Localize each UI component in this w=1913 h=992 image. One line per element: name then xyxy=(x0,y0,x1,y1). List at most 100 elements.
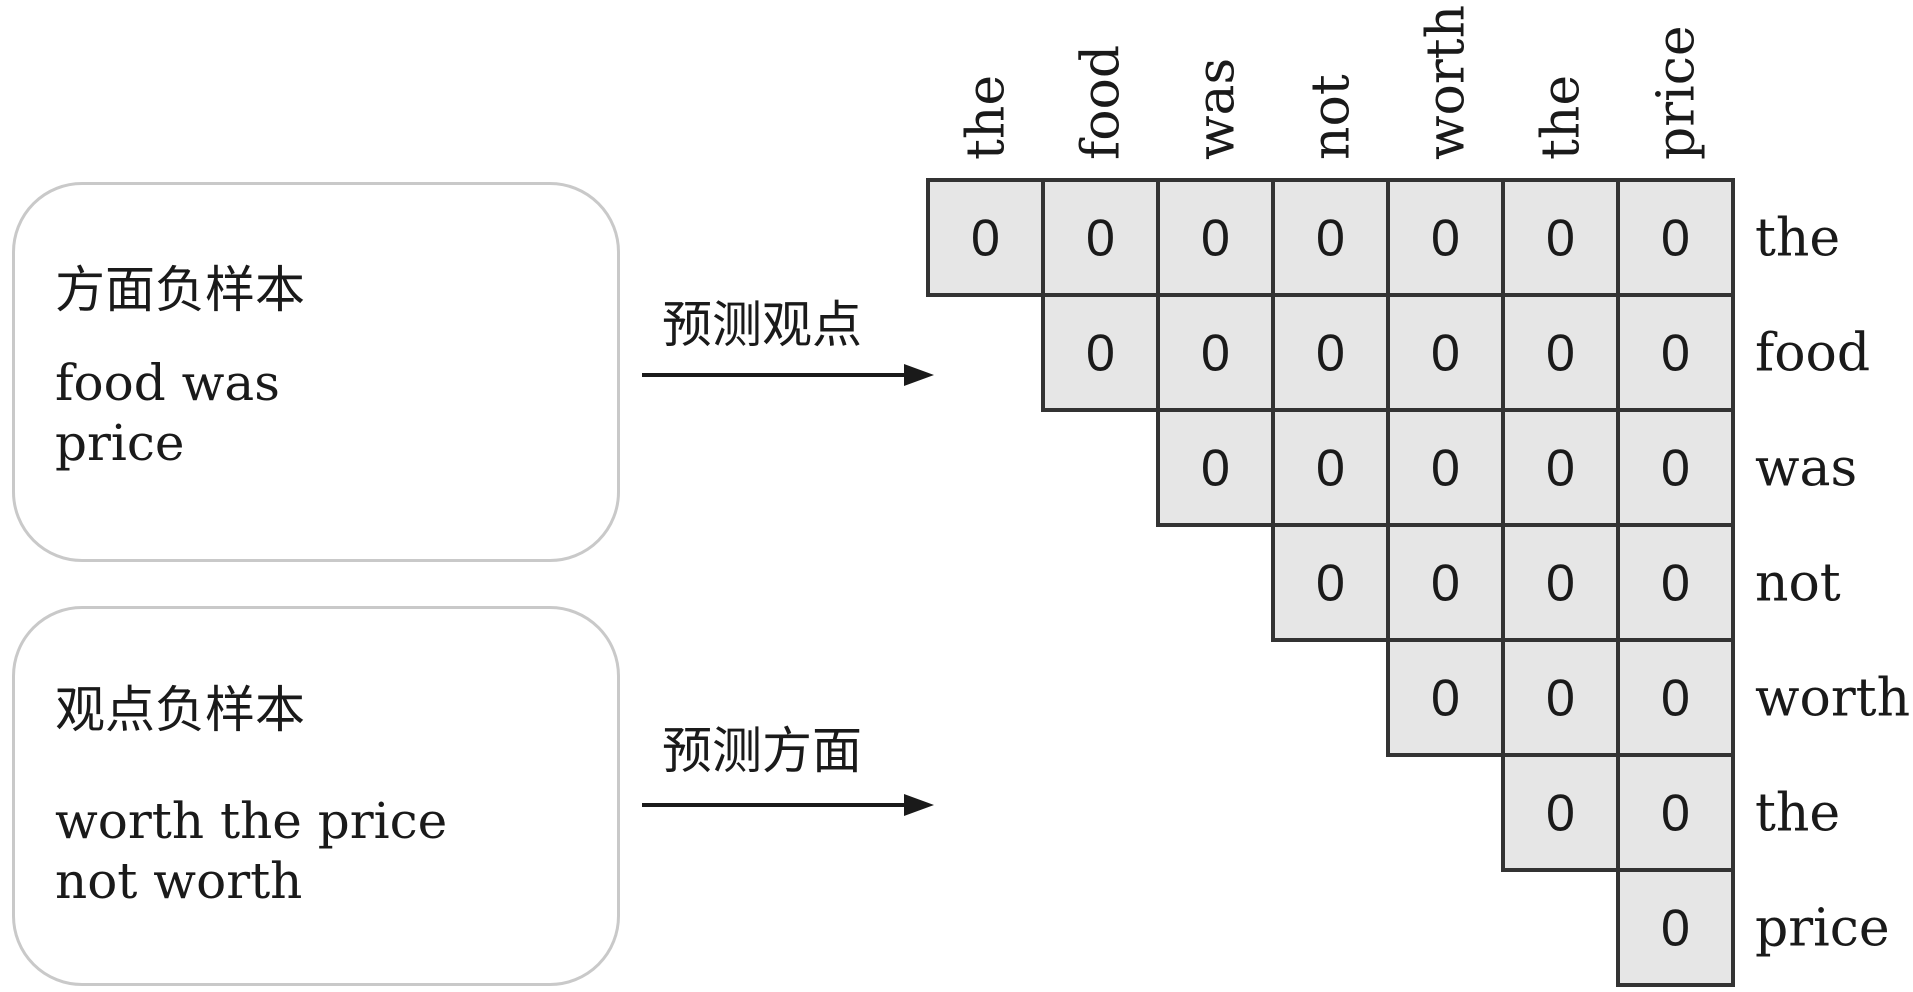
aspect-negative-sample-line: food was xyxy=(55,354,280,412)
matrix-cell: 0 xyxy=(1501,408,1620,527)
matrix-cell: 0 xyxy=(1271,408,1390,527)
arrow-right-icon xyxy=(642,794,934,816)
matrix-cell: 0 xyxy=(1386,293,1505,412)
matrix-cell: 0 xyxy=(1386,523,1505,642)
matrix-cell: 0 xyxy=(1616,523,1735,642)
matrix-cell-box xyxy=(1386,408,1505,527)
predict-aspect-label: 预测方面 xyxy=(662,722,862,780)
matrix-cell-box xyxy=(1386,638,1505,757)
matrix-cell-box xyxy=(1616,408,1735,527)
column-label: price xyxy=(1647,25,1707,160)
row-label: the xyxy=(1755,209,1840,269)
aspect-negative-sample-title: 方面负样本 xyxy=(55,261,305,319)
matrix-cell: 0 xyxy=(1501,638,1620,757)
opinion-negative-sample-box: 观点负样本 worth the price not worth xyxy=(12,606,620,986)
opinion-negative-sample-line: worth the price xyxy=(55,792,448,850)
matrix-cell-value: 0 xyxy=(1201,210,1230,268)
matrix-cell: 0 xyxy=(1616,408,1735,527)
matrix-cell-box xyxy=(1616,868,1735,987)
matrix-cell-value: 0 xyxy=(1661,210,1690,268)
matrix-cell: 0 xyxy=(1156,178,1275,297)
row-label: food xyxy=(1755,324,1870,384)
matrix-cell-value: 0 xyxy=(1201,440,1230,498)
aspect-negative-sample-line: price xyxy=(55,414,185,472)
matrix-cell-value: 0 xyxy=(1661,900,1690,958)
matrix-cell-box xyxy=(1271,408,1390,527)
column-label: food xyxy=(1072,45,1132,160)
row-label: the xyxy=(1755,784,1840,844)
matrix-cell-box xyxy=(1156,293,1275,412)
matrix-cell: 0 xyxy=(1616,293,1735,412)
matrix-cell-box xyxy=(1271,523,1390,642)
matrix-cell: 0 xyxy=(926,178,1045,297)
matrix-cell-value: 0 xyxy=(1086,210,1115,268)
matrix-cell: 0 xyxy=(1616,868,1735,987)
matrix-cell-value: 0 xyxy=(1546,555,1575,613)
opinion-negative-sample-line: not worth xyxy=(55,852,303,910)
matrix-cell: 0 xyxy=(1501,753,1620,872)
predict-opinion-label: 预测观点 xyxy=(662,296,862,354)
matrix-cell-box xyxy=(1501,293,1620,412)
matrix-cell: 0 xyxy=(1271,523,1390,642)
matrix-cell-value: 0 xyxy=(1661,785,1690,843)
matrix-cell: 0 xyxy=(1616,178,1735,297)
opinion-negative-sample-title: 观点负样本 xyxy=(55,681,305,739)
matrix-cell-box xyxy=(1156,408,1275,527)
column-label: was xyxy=(1187,58,1247,160)
column-label: the xyxy=(1532,75,1592,160)
matrix-cell-value: 0 xyxy=(1431,670,1460,728)
matrix-cell: 0 xyxy=(1386,408,1505,527)
matrix-cell: 0 xyxy=(1041,293,1160,412)
matrix-cell: 0 xyxy=(1386,638,1505,757)
matrix-cell-box xyxy=(1041,293,1160,412)
matrix-cell-value: 0 xyxy=(1316,440,1345,498)
column-label: worth xyxy=(1417,5,1477,160)
matrix-cell: 0 xyxy=(1501,178,1620,297)
column-label: not xyxy=(1302,74,1362,160)
matrix-cell-value: 0 xyxy=(1661,440,1690,498)
matrix-cell: 0 xyxy=(1386,178,1505,297)
matrix-cell: 0 xyxy=(1041,178,1160,297)
matrix-cell: 0 xyxy=(1616,638,1735,757)
matrix-cell-value: 0 xyxy=(1316,210,1345,268)
row-label: price xyxy=(1755,899,1890,959)
matrix-cell: 0 xyxy=(1156,293,1275,412)
matrix-cell-value: 0 xyxy=(1661,325,1690,383)
matrix-cell-box xyxy=(1616,293,1735,412)
matrix-cell-value: 0 xyxy=(971,210,1000,268)
matrix-cell: 0 xyxy=(1271,178,1390,297)
matrix-cell-value: 0 xyxy=(1661,670,1690,728)
matrix-cell-value: 0 xyxy=(1086,325,1115,383)
matrix-cell-value: 0 xyxy=(1201,325,1230,383)
opinion-negative-sample-text: worth the price not worth xyxy=(55,791,447,911)
matrix-cell-value: 0 xyxy=(1546,210,1575,268)
matrix-cell-box xyxy=(1616,523,1735,642)
matrix-cell-box xyxy=(1616,753,1735,872)
matrix-cell-box xyxy=(1616,638,1735,757)
matrix-cell: 0 xyxy=(1501,523,1620,642)
aspect-negative-sample-box: 方面负样本 food was price xyxy=(12,182,620,562)
matrix-cell-value: 0 xyxy=(1316,325,1345,383)
matrix-cell-value: 0 xyxy=(1546,785,1575,843)
matrix-cell-value: 0 xyxy=(1546,440,1575,498)
aspect-negative-sample-text: food was price xyxy=(55,353,280,473)
matrix-cell-value: 0 xyxy=(1661,555,1690,613)
matrix-cell-box xyxy=(1501,178,1620,297)
matrix-cell-value: 0 xyxy=(1546,670,1575,728)
matrix-cell: 0 xyxy=(1156,408,1275,527)
matrix-cell-value: 0 xyxy=(1316,555,1345,613)
matrix-cell: 0 xyxy=(1501,293,1620,412)
row-label: worth xyxy=(1755,669,1910,729)
matrix-cell-value: 0 xyxy=(1546,325,1575,383)
matrix-cell-value: 0 xyxy=(1431,555,1460,613)
matrix-cell: 0 xyxy=(1616,753,1735,872)
column-label: the xyxy=(957,75,1017,160)
row-label: not xyxy=(1755,554,1841,614)
matrix-cell-box xyxy=(1616,178,1735,297)
row-label: was xyxy=(1755,439,1857,499)
matrix-cell-box xyxy=(926,178,1045,297)
matrix-cell-value: 0 xyxy=(1431,440,1460,498)
